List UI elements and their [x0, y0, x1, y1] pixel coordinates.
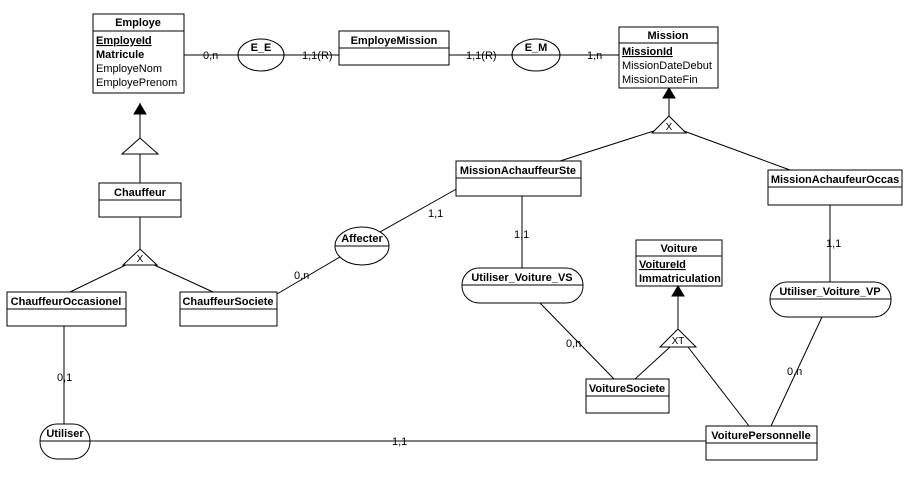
relation-utiliser-vp-label: Utiliser_Voiture_VP [779, 286, 880, 298]
entity-chauffeur-title: Chauffeur [114, 187, 167, 199]
entity-employe-attr-0: EmployeId [96, 35, 152, 47]
entity-mission-ste-title: MissionAchauffeurSte [460, 165, 576, 177]
cardinalities: 0,n 1,1(R) 1,1(R) 1,n 1,1 0,n 1,1 0,n 1,… [57, 50, 841, 448]
mission-x-label: X [666, 122, 673, 133]
line-vp-voitperso [770, 316, 823, 427]
line-ste-affecter [379, 186, 461, 233]
entity-employe-attr-3: EmployePrenom [96, 77, 177, 89]
entity-mission-ste[interactable]: MissionAchauffeurSte [455, 160, 582, 197]
card-occ-utiliser: 0,1 [57, 372, 72, 384]
entity-employe[interactable]: Employe EmployeId Matricule EmployeNom E… [92, 13, 185, 94]
entity-chauffeur-occ[interactable]: ChauffeurOccasionel [6, 291, 127, 327]
card-ee-em: 1,1(R) [302, 50, 333, 62]
relation-utiliser-label: Utiliser [46, 428, 84, 440]
line-vs-voitsoc [539, 302, 615, 380]
entity-chauffeur-occ-title: ChauffeurOccasionel [11, 296, 122, 308]
entity-chauffeur-soc[interactable]: ChauffeurSociete [179, 291, 278, 327]
entity-voiture-soc[interactable]: VoitureSociete [585, 378, 670, 414]
entity-employe-attr-2: EmployeNom [96, 63, 162, 75]
entity-voiture-title: Voiture [660, 243, 697, 255]
entity-employemission-title: EmployeMission [351, 35, 438, 47]
entity-voiture-attr-0: VoitureId [639, 259, 686, 271]
line-missionx-ste [559, 129, 658, 162]
card-vp-voitperso: 0,n [787, 366, 802, 378]
relation-affecter-label: Affecter [341, 233, 383, 245]
inheritance-symbols [120, 87, 698, 348]
entity-voiture[interactable]: Voiture VoitureId Immatriculation [635, 239, 723, 287]
relation-affecter[interactable]: Affecter [334, 226, 390, 266]
card-affecter-soc: 0,n [294, 270, 309, 282]
card-vs-voitsoc: 0,n [566, 338, 581, 350]
relation-utiliser[interactable]: Utiliser [39, 423, 91, 460]
relation-utiliser-vs-label: Utiliser_Voiture_VS [471, 272, 572, 284]
card-ste-affecter: 1,1 [428, 208, 443, 220]
line-xt-voitsoc [634, 346, 671, 380]
entity-chauffeur-soc-title: ChauffeurSociete [182, 296, 273, 308]
entity-employemission[interactable]: EmployeMission [338, 30, 450, 66]
entity-voiture-attr-1: Immatriculation [639, 273, 721, 285]
card-emm-mission: 1,n [587, 50, 602, 62]
card-employe-ee: 0,n [203, 50, 218, 62]
inheritance-arrow-employe [133, 103, 147, 115]
entity-mission[interactable]: Mission MissionId MissionDateDebut Missi… [618, 26, 719, 89]
relation-utiliser-vp[interactable]: Utiliser_Voiture_VP [769, 281, 892, 318]
line-affecter-soc [276, 253, 346, 295]
card-occas-vp: 1,1 [826, 238, 841, 250]
relation-e-m-label: E_M [525, 42, 548, 54]
entity-mission-attr-2: MissionDateFin [622, 74, 698, 86]
card-em-emm: 1,1(R) [466, 50, 497, 62]
entity-voiture-perso[interactable]: VoiturePersonnelle [705, 425, 818, 461]
entity-mission-attr-1: MissionDateDebut [622, 60, 712, 72]
inheritance-triangle-chauffeur-x [121, 248, 159, 266]
line-xt-voitperso [687, 346, 750, 427]
inheritance-triangle-chauffeur [120, 137, 160, 155]
entity-chauffeur[interactable]: Chauffeur [98, 182, 182, 218]
entity-voiture-perso-title: VoiturePersonnelle [711, 430, 810, 442]
entity-employe-attr-1: Matricule [96, 49, 144, 61]
voiture-xt-label: XT [672, 336, 685, 347]
entity-mission-attr-0: MissionId [622, 46, 673, 58]
line-missionx-occas [680, 129, 791, 171]
relation-e-m[interactable]: E_M [511, 38, 561, 72]
connector-lines [63, 54, 831, 442]
chauffeur-x-label: X [137, 254, 144, 265]
entity-mission-occas-title: MissionAchaufeurOccas [771, 174, 899, 186]
line-chauffeurx-soc [151, 263, 214, 293]
entity-mission-occas[interactable]: MissionAchaufeurOccas [767, 169, 903, 206]
line-chauffeurx-occ [69, 263, 129, 293]
entity-mission-title: Mission [648, 30, 689, 42]
entity-voiture-soc-title: VoitureSociete [589, 383, 665, 395]
relation-utiliser-vs[interactable]: Utiliser_Voiture_VS [461, 267, 584, 304]
relation-e-e-label: E_E [251, 42, 272, 54]
card-ste-vs: 1,1 [514, 229, 529, 241]
entity-employe-title: Employe [115, 17, 161, 29]
inheritance-triangle-voiture-xt [658, 328, 698, 348]
inheritance-triangle-mission [650, 115, 688, 134]
card-utiliser-voitperso: 1,1 [392, 436, 407, 448]
relation-e-e[interactable]: E_E [237, 38, 285, 72]
inheritance-arrow-mission [662, 87, 676, 99]
inheritance-arrow-voiture [671, 285, 685, 297]
